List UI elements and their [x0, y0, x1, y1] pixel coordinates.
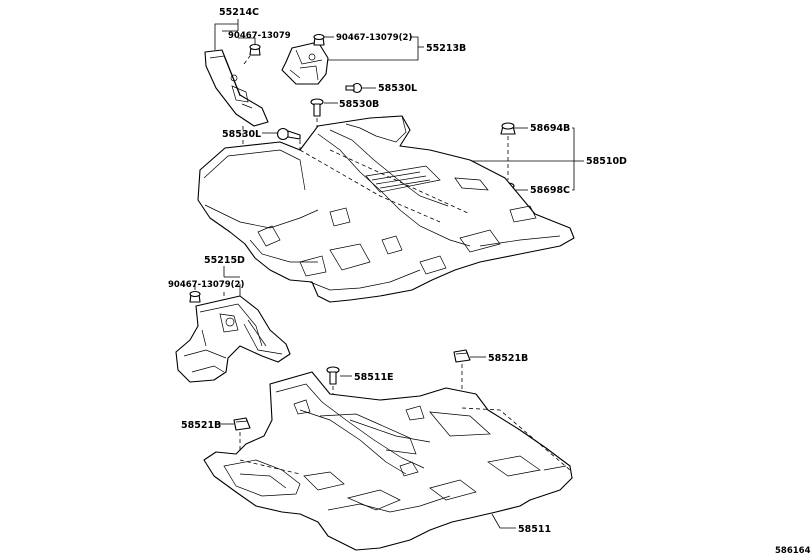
label-58521B-top: 58521B [488, 353, 528, 364]
label-90467-13079-2-top: 90467-13079(2) [336, 33, 412, 43]
part-58511-carpet [203, 371, 573, 551]
label-58530B: 58530B [339, 99, 379, 110]
label-58530L-top: 58530L [378, 83, 417, 94]
label-58510D: 58510D [586, 156, 627, 167]
part-55215D [175, 295, 291, 383]
label-55213B: 55213B [426, 43, 466, 54]
part-58510D-carpet [197, 115, 575, 303]
label-58530L-left: 58530L [222, 129, 261, 140]
bolt-58530L-top [345, 82, 363, 94]
diagram-reference-number: 586164 [775, 546, 811, 556]
label-55215D: 55215D [204, 255, 245, 266]
clip-58521B-top [453, 349, 471, 363]
label-58511E: 58511E [354, 372, 394, 383]
label-90467-13079-2-mid: 90467-13079(2) [168, 280, 244, 290]
clip-90467-c [189, 290, 201, 303]
bolt-58530L-left [276, 127, 301, 141]
clip-90467-b [313, 33, 325, 46]
label-58521B-left: 58521B [181, 420, 221, 431]
clip-58530B [310, 98, 324, 117]
clip-58521B-left [233, 417, 251, 431]
label-58698C: 58698C [530, 185, 570, 196]
clip-58511E [326, 366, 340, 385]
clip-58694B [500, 122, 516, 135]
label-55214C: 55214C [219, 7, 259, 18]
part-55214C [204, 49, 269, 127]
label-90467-13079: 90467-13079 [228, 31, 291, 41]
label-58511: 58511 [518, 524, 551, 535]
part-55213B [281, 41, 329, 85]
label-58694B: 58694B [530, 123, 570, 134]
clip-90467-a [249, 43, 261, 56]
